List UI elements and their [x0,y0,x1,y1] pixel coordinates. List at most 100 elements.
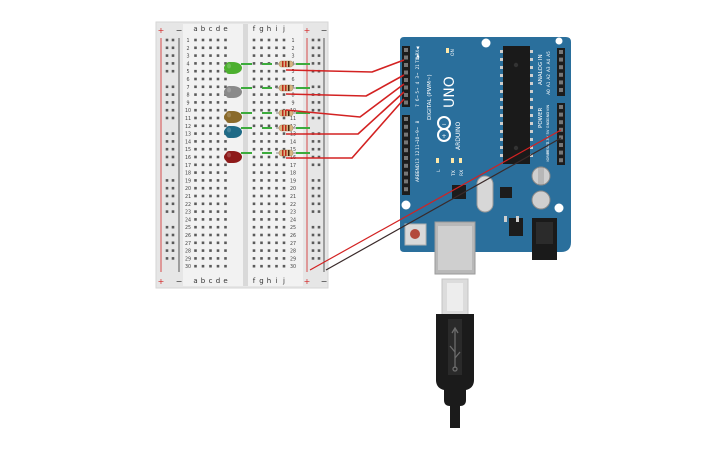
rail-hole [171,108,175,112]
breadboard-hole [275,171,278,174]
header-pin[interactable] [559,80,563,85]
header-pin[interactable] [404,70,408,75]
breadboard-hole [282,257,286,260]
header-pin[interactable] [404,171,408,176]
breadboard-hole [282,218,286,221]
rail-hole [165,93,169,96]
header-pin[interactable] [404,140,408,145]
analog-header-label: ANALOG IN [538,54,544,85]
rail-hole [171,54,175,57]
header-pin[interactable] [404,156,408,160]
row-number: 9 [186,100,189,106]
chip-leg [500,130,503,133]
breadboard-hole [275,46,278,50]
chip-leg [500,58,503,61]
breadboard-hole [282,225,286,229]
row-number: 16 [185,155,191,161]
rail-hole [311,210,315,213]
header-pin[interactable] [404,63,408,67]
header-pin[interactable] [559,158,563,163]
header-pin[interactable] [404,85,408,90]
header-pin[interactable] [559,120,563,125]
breadboard-hole [224,218,227,221]
header-pin[interactable] [404,132,408,137]
rail-hole [165,62,169,65]
center-channel [243,24,248,286]
header-pin[interactable] [404,148,408,153]
header-pin[interactable] [559,112,563,117]
rail-hole [311,101,315,104]
power-pin-label: GND [545,112,550,121]
column-letter: g [259,25,263,33]
header-pin[interactable] [559,65,563,70]
breadboard-hole [260,38,263,42]
header-pin[interactable] [559,72,563,77]
header-pin[interactable] [404,48,408,52]
chip-leg [500,90,503,93]
breadboard-hole [267,132,271,135]
rail-hole [317,241,321,245]
led-highlight [227,152,231,158]
header-pin[interactable] [404,93,408,97]
mounting-hole [401,200,411,210]
header-pin[interactable] [559,127,563,132]
header-pin[interactable] [404,163,408,168]
chip-leg [530,82,533,85]
breadboard-hole [201,163,205,167]
rail-hole [311,233,315,237]
row-number: 28 [185,249,191,255]
header-pin[interactable] [404,187,408,192]
resistor-band [288,150,290,156]
header-pin[interactable] [559,50,563,54]
breadboard-hole [275,132,278,135]
breadboard-hole [252,108,256,112]
rail-hole [317,101,321,104]
breadboard-hole [275,202,278,206]
breadboard-hole [260,171,263,174]
breadboard-hole [275,257,278,260]
header-pin[interactable] [404,124,408,129]
svg-text:−: − [441,121,446,128]
led-gray-dome [226,86,234,98]
row-number: 17 [290,163,296,169]
breadboard-hole [282,38,286,42]
chip-leg [500,50,503,53]
chip-leg [500,154,503,157]
header-pin[interactable] [404,117,408,121]
breadboard-hole [275,85,278,89]
breadboard-hole [282,155,286,159]
rail-hole [171,257,175,260]
breadboard-hole [267,93,271,96]
column-letter: h [267,277,271,285]
resistor-band [288,125,290,131]
header-pin[interactable] [404,78,408,82]
header-pin[interactable] [559,150,563,155]
header-pin[interactable] [404,55,408,60]
breadboard-hole [224,124,227,128]
header-pin[interactable] [559,57,563,62]
breadboard-hole [201,194,205,198]
breadboard-hole [216,62,220,65]
power-header-label: POWER [538,107,544,128]
digital-pin-label: 7 [415,104,420,107]
row-number: 24 [290,217,296,223]
breadboard-hole [267,38,271,42]
breadboard-hole [252,264,256,268]
header-pin[interactable] [404,179,408,184]
header-pin[interactable] [559,105,563,109]
breadboard-hole [194,147,197,151]
reset-button-cap[interactable] [410,229,420,239]
row-number: 2 [291,46,294,52]
row-number: 19 [185,178,191,184]
resistor-band [288,110,290,116]
header-pin[interactable] [404,100,408,105]
breadboard-hole [267,140,271,143]
header-pin[interactable] [559,135,563,140]
header-pin[interactable] [559,88,563,92]
breadboard-hole [201,186,205,190]
row-number: 9 [291,100,294,106]
resistor-band [282,110,284,116]
header-pin[interactable] [559,143,563,147]
breadboard-hole [267,186,271,190]
breadboard-hole [209,93,212,96]
